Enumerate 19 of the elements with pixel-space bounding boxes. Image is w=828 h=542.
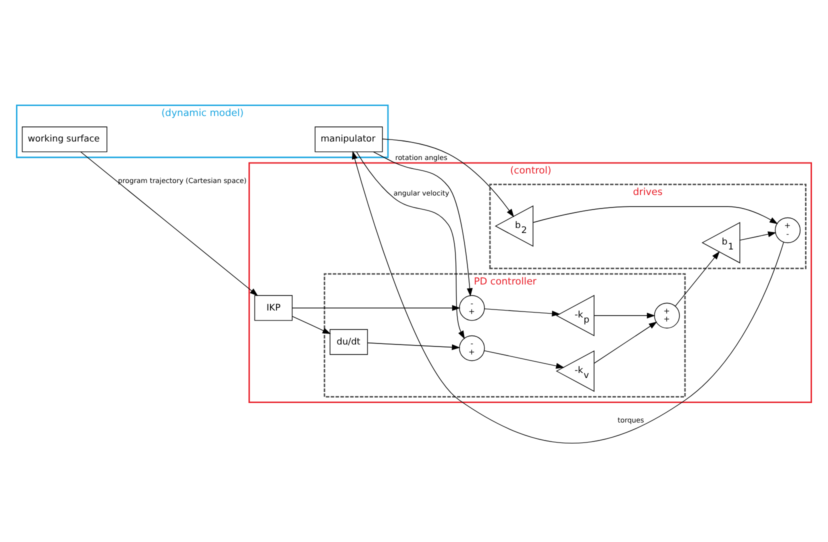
arrow	[594, 312, 656, 318]
arrow	[532, 206, 778, 224]
arrow	[356, 151, 465, 339]
node-box: working surface	[22, 126, 108, 152]
arrow	[292, 304, 460, 310]
arrow	[373, 151, 473, 296]
node-box: manipulator	[314, 126, 383, 152]
arrow	[382, 138, 514, 217]
arrow	[675, 250, 720, 306]
arrow	[292, 315, 331, 334]
arrow	[352, 150, 784, 444]
arrow	[740, 230, 776, 240]
node-box: IKP	[254, 294, 293, 320]
arrow	[484, 350, 564, 368]
arrow	[367, 342, 460, 350]
arrow	[484, 308, 560, 316]
arrow	[80, 151, 258, 296]
arrow	[594, 321, 658, 364]
node-box: du/dt	[330, 328, 368, 354]
